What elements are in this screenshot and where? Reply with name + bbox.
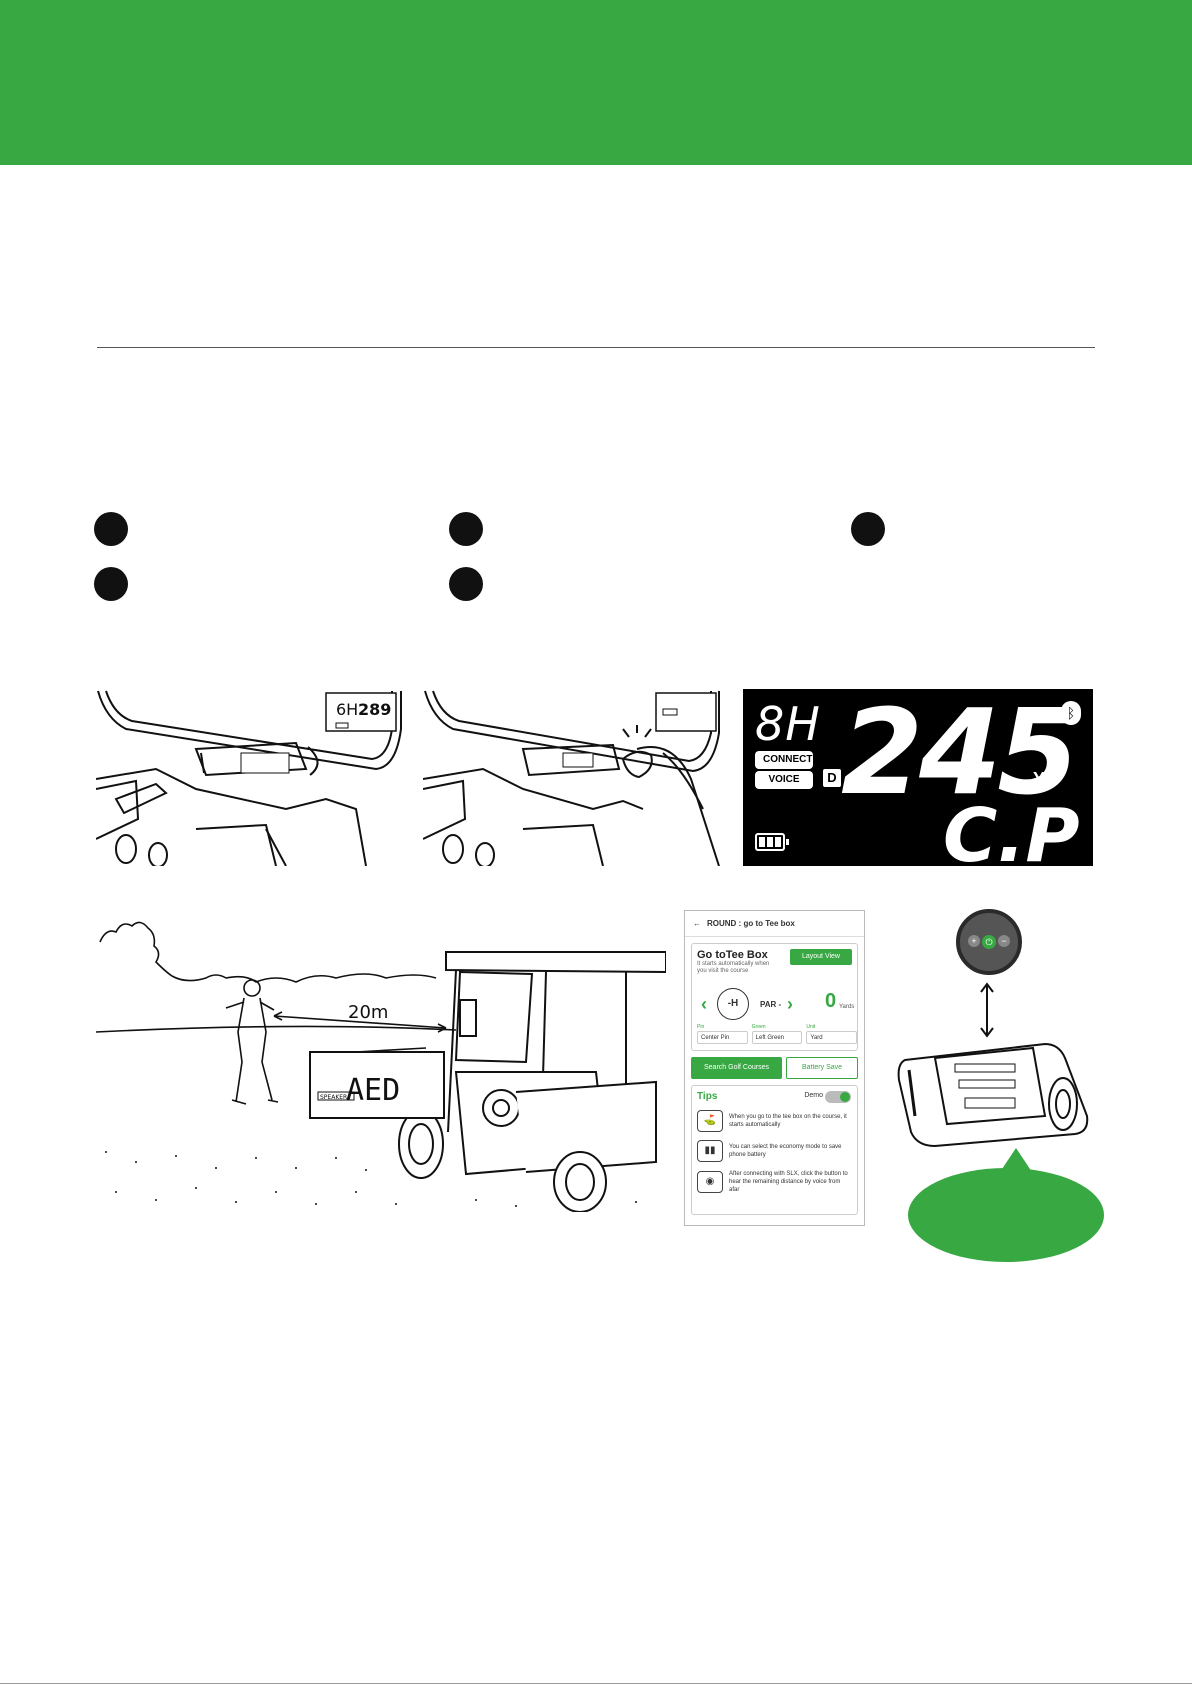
tee-box-card: Go toTee Box It starts automatically whe… xyxy=(691,943,858,1051)
yards-label: Yards xyxy=(839,1004,855,1010)
cart-dashboard-illustration-1: 6H 289 xyxy=(96,689,408,866)
pin-label: Pin xyxy=(697,1024,705,1030)
voice-button-icon: ◉ xyxy=(697,1171,723,1193)
lcd-tee-marker: D xyxy=(823,769,841,787)
lcd-distance: 245 xyxy=(841,689,1079,821)
plus-button[interactable]: + xyxy=(968,935,980,947)
green-value: Left Green xyxy=(751,1031,803,1044)
pin-value: Center Pin xyxy=(697,1031,748,1044)
tips-card: Tips Demo ⛳ When you go to the tee box o… xyxy=(691,1085,858,1215)
cart-lcd-hole: 6H xyxy=(336,700,358,719)
phone-app-screen: ← ROUND : go to Tee box Go toTee Box It … xyxy=(684,910,865,1226)
cart-remote-drawing xyxy=(423,690,720,866)
lcd-voice-gps-badge: VOICE GPS xyxy=(755,771,813,803)
demo-label: Demo xyxy=(804,1092,823,1099)
layout-view-button[interactable]: Layout View xyxy=(790,949,852,965)
tip-item: ◉ After connecting with SLX, click the b… xyxy=(697,1170,852,1194)
bluetooth-icon: ᛒ xyxy=(1061,701,1081,725)
unit-select[interactable]: Unit Yard xyxy=(806,1024,858,1046)
tip-text: After connecting with SLX, click the but… xyxy=(729,1171,848,1193)
action-buttons: Search Golf Courses Battery Save xyxy=(691,1057,858,1079)
green-label: Green xyxy=(751,1024,766,1030)
lcd-connect-badge: CONNECT xyxy=(755,751,813,769)
section-divider xyxy=(97,347,1095,348)
cart-dashboard-illustration-2 xyxy=(423,689,733,866)
tip-text: You can select the economy mode to save … xyxy=(729,1144,842,1158)
tee-box-heading: Go toTee Box xyxy=(697,949,768,961)
tee-box-subtext: It starts automatically when you visit t… xyxy=(697,961,770,974)
par-label: PAR - xyxy=(760,1000,782,1009)
lcd-unit: Y xyxy=(1033,769,1046,789)
bullet-dot-1 xyxy=(94,512,128,546)
bullet-dot-3 xyxy=(851,512,885,546)
distance-annotation: 20m xyxy=(348,1002,388,1023)
page-bottom-rule xyxy=(0,1683,1192,1684)
cart-dashboard-drawing: 6H 289 xyxy=(96,690,402,866)
tip-item: ⛳ When you go to the tee box on the cour… xyxy=(697,1110,852,1132)
app-top-title: ROUND : go to Tee box xyxy=(707,919,795,928)
lcd-display: 8H CONNECT VOICE GPS D 245 Y ᛒ C.P xyxy=(743,689,1093,866)
hole-number: -H xyxy=(717,988,749,1020)
header-band xyxy=(0,0,1192,165)
settings-row: Pin Center Pin Green Left Green Unit Yar… xyxy=(697,1024,858,1046)
golf-course-drawing: 20m AED SPEAKER xyxy=(96,921,666,1212)
tip-text: When you go to the tee box on the course… xyxy=(729,1114,847,1128)
golf-course-scene: 20m AED SPEAKER xyxy=(96,912,666,1212)
next-hole-icon[interactable]: › xyxy=(787,994,793,1014)
tip-item: ▮▮ You can select the economy mode to sa… xyxy=(697,1140,852,1162)
app-top-bar: ← ROUND : go to Tee box xyxy=(685,911,864,937)
hole-selector: ‹ -H › PAR - 0 Yards xyxy=(697,988,857,1022)
unit-label: Unit xyxy=(806,1024,816,1030)
green-select[interactable]: Green Left Green xyxy=(751,1024,803,1046)
golf-cart-icon: ⛳ xyxy=(697,1110,723,1132)
cart-screen-text: AED xyxy=(346,1073,400,1108)
power-button[interactable]: ⏻ xyxy=(982,935,996,949)
minus-button[interactable]: − xyxy=(998,935,1010,947)
battery-saver-icon: ▮▮ xyxy=(697,1140,723,1162)
pin-select[interactable]: Pin Center Pin xyxy=(697,1024,748,1046)
slx-device-illustration xyxy=(897,1042,1089,1148)
pairing-arrow-icon xyxy=(980,982,994,1038)
cart-lcd-distance: 289 xyxy=(358,700,391,719)
lcd-hole-number: 8H xyxy=(755,697,821,751)
speech-bubble xyxy=(908,1168,1104,1262)
speaker-label: SPEAKER xyxy=(320,1094,347,1101)
bullet-dot-4 xyxy=(94,567,128,601)
battery-save-button[interactable]: Battery Save xyxy=(786,1057,858,1079)
yards-value: 0 xyxy=(825,990,837,1012)
bullet-dot-5 xyxy=(449,567,483,601)
remote-control: + ⏻ − xyxy=(956,909,1022,975)
tips-title: Tips xyxy=(697,1091,718,1102)
prev-hole-icon[interactable]: ‹ xyxy=(701,994,707,1014)
battery-icon xyxy=(755,833,789,851)
search-golf-courses-button[interactable]: Search Golf Courses xyxy=(691,1057,782,1079)
demo-toggle[interactable] xyxy=(825,1091,851,1103)
bullet-dot-2 xyxy=(449,512,483,546)
back-arrow-icon[interactable]: ← xyxy=(693,919,701,928)
unit-value: Yard xyxy=(806,1031,858,1044)
lcd-pin-position: C.P xyxy=(943,793,1080,866)
